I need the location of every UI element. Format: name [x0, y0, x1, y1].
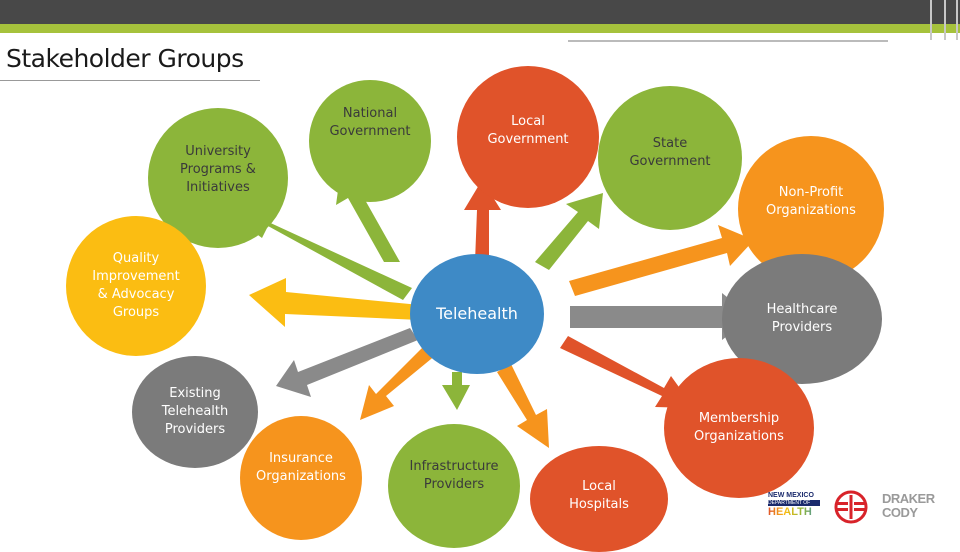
- healthcare-providers-label: Healthcare Providers: [766, 302, 838, 335]
- telehealth-label: Telehealth: [436, 304, 518, 323]
- arrow-to-non-profit: [569, 225, 754, 296]
- arrow-to-university: [232, 209, 412, 300]
- arrow-to-existing-telehealth: [276, 328, 418, 397]
- node-insurance-organizations: Insurance Organizations: [240, 416, 362, 540]
- node-national-government: National Government: [309, 80, 431, 202]
- node-local-government: Local Government: [457, 66, 599, 208]
- title-underline: [0, 80, 260, 81]
- slide-title: Stakeholder Groups: [6, 44, 244, 73]
- banner-grip-line: [944, 0, 946, 40]
- title-decoration-line: [568, 40, 888, 42]
- nm-health-logo-line3: HEALTH: [768, 506, 820, 519]
- nm-health-logo-line1: NEW MEXICO: [768, 492, 814, 499]
- node-existing-telehealth: Existing Telehealth Providers: [132, 356, 258, 468]
- non-profit-label: Non-Profit Organizations: [766, 185, 856, 218]
- arrow-to-infrastructure: [442, 372, 470, 410]
- arrow-to-local-government: [464, 180, 501, 262]
- arrow-to-local-hospitals: [497, 364, 549, 448]
- banner-grip-line: [956, 0, 958, 40]
- node-telehealth-center: Telehealth: [410, 254, 544, 374]
- top-banner: [0, 0, 960, 24]
- local-hospitals-label: Local Hospitals: [569, 479, 629, 512]
- membership-organizations-label: Membership Organizations: [694, 411, 784, 444]
- arrow-to-healthcare-providers: [570, 293, 752, 340]
- national-government-label: National Government: [329, 106, 411, 139]
- quality-improvement-label: Quality Improvement & Advocacy Groups: [92, 251, 180, 320]
- infrastructure-providers-label: Infrastructure Providers: [409, 459, 499, 492]
- draker-logo-line2: CODY: [882, 505, 918, 520]
- node-quality-improvement: Quality Improvement & Advocacy Groups: [66, 216, 206, 356]
- university-programs-label: University Programs & Initiatives: [180, 144, 256, 195]
- arrow-to-state-government: [535, 193, 603, 270]
- draker-logo-line1: DRAKER: [882, 491, 935, 506]
- arrow-to-insurance: [360, 340, 442, 420]
- nm-seal-logo: [834, 490, 868, 524]
- insurance-organizations-label: Insurance Organizations: [256, 451, 346, 484]
- nm-health-logo: NEW MEXICO DEPARTMENT OF HEALTH: [768, 492, 820, 522]
- arrow-to-quality-improvement: [249, 278, 420, 327]
- nm-health-logo-line2: DEPARTMENT OF: [768, 500, 820, 506]
- local-government-label: Local Government: [487, 114, 569, 147]
- node-local-hospitals: Local Hospitals: [530, 446, 668, 552]
- banner-grip-line: [930, 0, 932, 40]
- arrow-layer: [232, 168, 754, 448]
- draker-cody-logo: DRAKER CODY: [882, 492, 942, 522]
- arrow-to-membership: [560, 336, 694, 408]
- node-membership-organizations: Membership Organizations: [664, 358, 814, 498]
- node-infrastructure-providers: Infrastructure Providers: [388, 424, 520, 548]
- state-government-label: State Government: [629, 136, 711, 169]
- existing-telehealth-label: Existing Telehealth Providers: [161, 386, 229, 437]
- node-state-government: State Government: [598, 86, 742, 230]
- accent-bar: [0, 24, 960, 33]
